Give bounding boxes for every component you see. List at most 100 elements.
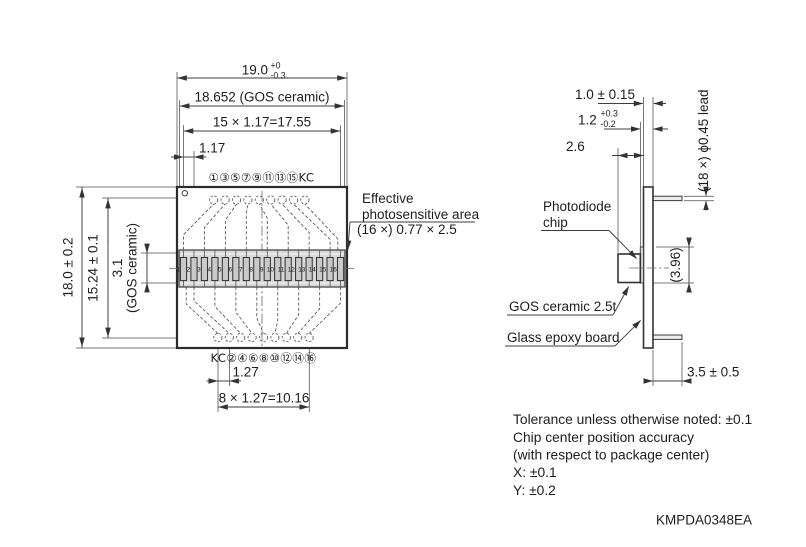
dim-board-thickness: 1.0 ± 0.15 [575,87,666,107]
bond-pad [236,332,246,343]
element-number: 7 [239,267,243,274]
svg-text:19.0: 19.0 [242,63,268,78]
element-cell [253,257,261,282]
element-number: 4 [208,267,212,274]
svg-text:-0.3: -0.3 [271,71,286,81]
note-line: X: ±0.1 [513,465,557,480]
svg-text:Glass epoxy board: Glass epoxy board [507,330,620,345]
note-line: Tolerance unless otherwise noted: ±0.1 [513,412,752,427]
bond-pad [220,195,230,205]
svg-text:1.0 ± 0.15: 1.0 ± 0.15 [575,87,635,102]
note-line: (with respect to package center) [513,448,709,463]
svg-text:1.2: 1.2 [578,113,597,128]
element-number: 14 [309,267,317,274]
svg-text:Effective: Effective [362,191,414,206]
element-number: 11 [278,267,285,274]
trace-line [308,287,342,334]
svg-text:3.5 ± 0.5: 3.5 ± 0.5 [687,365,739,380]
effective-area-callout: Effective photosensitive area (16 ×) 0.7… [345,191,480,251]
element-cell [274,257,282,282]
trace-line [270,203,289,250]
element-cell [232,257,240,282]
element-cell [326,257,334,282]
element-number: 12 [288,267,296,274]
trace-line [235,287,253,334]
trace-line [185,287,219,334]
doc-number: KMPDA0348EA [656,513,752,528]
element-cell [336,257,345,282]
svg-text:(GOS ceramic): (GOS ceramic) [125,223,140,313]
bond-pad [300,195,310,205]
dim-element-span: 15 × 1.17=17.55 [183,115,341,134]
trace-line [304,203,339,250]
element-number: 15 [319,267,327,274]
glass-epoxy-board [642,186,654,349]
pin1-marker-icon [181,190,189,197]
bond-pad [258,332,269,343]
note-line: Chip center position accuracy [513,430,694,445]
trace-line [285,287,300,334]
dim-chip-board: 1.2 +0.3 -0.2 [578,109,668,132]
svg-text:GOS ceramic 2.5t: GOS ceramic 2.5t [509,299,617,314]
element-cell [295,257,303,282]
bond-pad [288,195,299,205]
element-number: 5 [218,267,222,274]
bond-pad [213,332,223,343]
svg-text:8 × 1.27=10.16: 8 × 1.27=10.16 [219,391,310,406]
bond-pad [270,332,280,343]
trace-line [274,287,279,334]
svg-text:15 × 1.17=17.55: 15 × 1.17=17.55 [213,115,311,130]
dim-element-pitch: 1.17 [171,141,225,160]
top-pin-numbers: ①③⑤⑦⑨⑪⑬⑮KC [209,171,315,185]
trace-line [281,203,310,250]
svg-text:1.27: 1.27 [233,365,259,380]
element-cell [221,257,229,282]
bond-pad [231,195,242,205]
svg-text:15.24 ± 0.1: 15.24 ± 0.1 [86,234,101,301]
dim-ceramic-width: 18.652 (GOS ceramic) [179,90,345,109]
svg-text:Photodiode: Photodiode [543,199,611,214]
bond-pad [266,195,276,205]
dim-chip-height: (3.96) [668,237,692,293]
dim-bottom-pitch: 1.27 [206,365,259,384]
bond-pad [209,195,219,205]
lead-bottom [652,334,683,340]
bond-pad [247,332,257,343]
element-number: 6 [228,267,232,274]
svg-text:(16 ×) 0.77 × 2.5: (16 ×) 0.77 × 2.5 [357,222,457,237]
element-number: 16 [330,267,338,274]
top-bond-pads [209,195,310,205]
lead-top [652,195,683,202]
dim-total-thickness: 2.6 [566,139,644,159]
svg-text:chip: chip [543,215,568,230]
glass-epoxy-callout: Glass epoxy board [505,319,642,347]
trace-line [256,287,264,334]
bottom-bond-pads [213,332,314,343]
svg-text:+0: +0 [271,61,281,71]
element-number: 2 [187,267,191,274]
element-cell [242,257,250,282]
tolerance-notes: Tolerance unless otherwise noted: ±0.1 C… [513,412,752,498]
trace-line [293,203,331,250]
bond-pad [243,195,253,205]
trace-line [183,203,215,250]
dim-overall-width: 19.0 +0 -0.3 [177,61,347,81]
trace-line [214,287,242,334]
svg-text:(18 ×) ϕ0.45 lead: (18 ×) ϕ0.45 lead [696,89,711,192]
svg-text:3.1: 3.1 [110,259,125,278]
trace-line [245,203,249,250]
svg-text:photosensitive area: photosensitive area [362,207,480,222]
bottom-pin-numbers: KC②④⑥⑧⑩⑫⑭⑯ [211,351,317,365]
bond-pad [224,332,234,343]
dim-overall-height: 18.0 ± 0.2 [61,187,85,348]
svg-text:(3.96): (3.96) [668,247,683,282]
svg-text:18.0 ± 0.2: 18.0 ± 0.2 [61,238,76,298]
bond-pad [281,332,291,343]
element-cell [263,257,271,282]
element-cell [316,257,324,282]
element-cell [211,257,219,282]
photodiode-chip-callout: Photodiode chip [541,199,637,259]
